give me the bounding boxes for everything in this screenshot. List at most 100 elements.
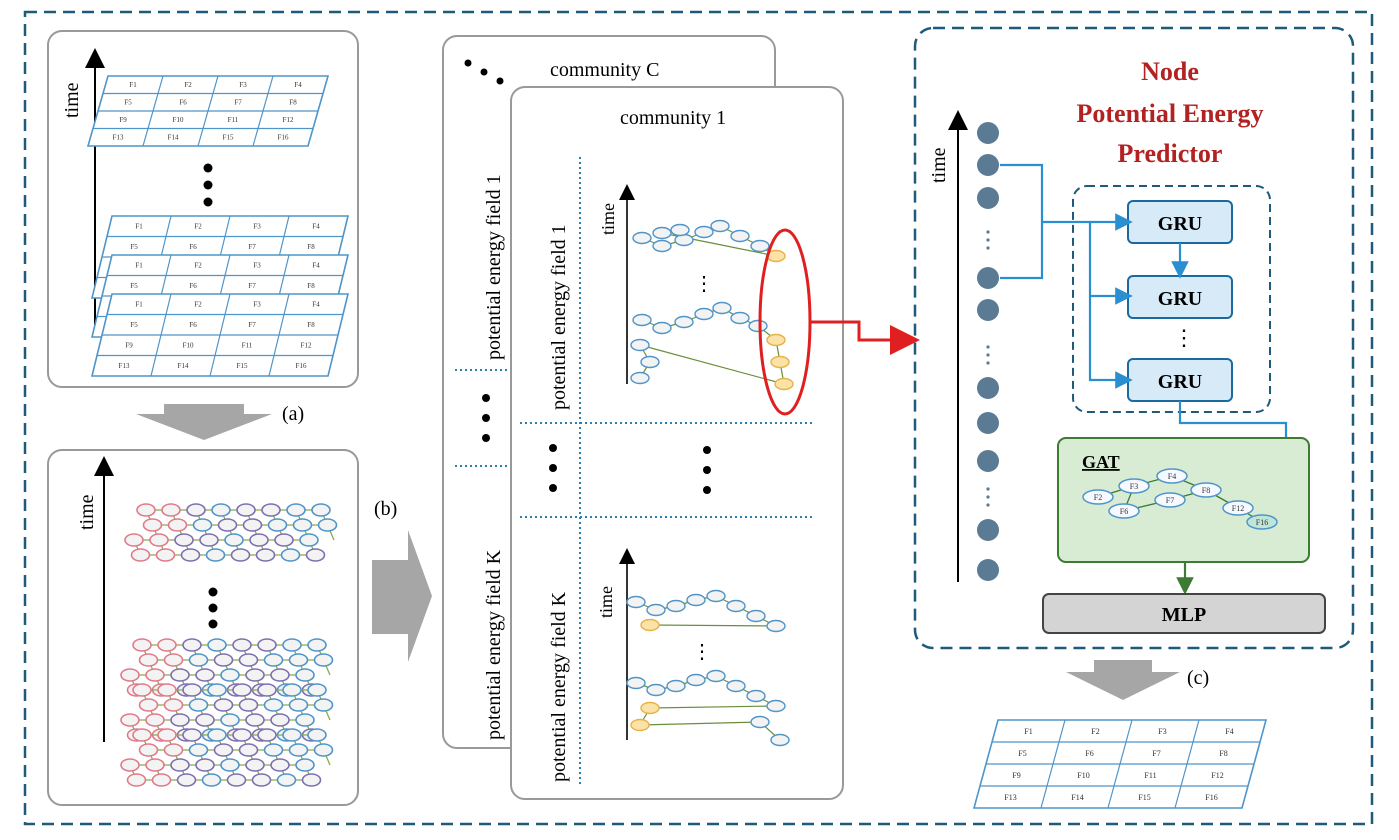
grid-stack: F1F2F3F4F5F6F7F8F9F10F11F12F13F14F15F16F… bbox=[90, 215, 350, 377]
time-step-node bbox=[977, 412, 999, 434]
chain-node bbox=[706, 669, 726, 683]
graph-node bbox=[301, 773, 322, 787]
graph-node bbox=[211, 503, 231, 517]
graph-node bbox=[286, 503, 306, 517]
graph-node bbox=[270, 713, 290, 727]
graph-node bbox=[257, 683, 277, 697]
gat-node bbox=[1108, 503, 1140, 519]
arrow-step-b bbox=[372, 530, 432, 662]
grid-cell-label: F13 bbox=[1004, 793, 1016, 802]
graph-node bbox=[120, 713, 140, 727]
gat-node-label: F16 bbox=[1256, 518, 1268, 527]
graph-node bbox=[288, 653, 309, 667]
grid-cell-label: F7 bbox=[248, 282, 256, 290]
graph-node bbox=[292, 518, 313, 532]
ellipsis-dot bbox=[986, 495, 990, 499]
graph-node bbox=[220, 713, 240, 727]
grid-cell-label: F14 bbox=[1071, 793, 1083, 802]
outer-frame bbox=[23, 10, 1374, 826]
node-timeseries bbox=[977, 122, 999, 581]
grid-cell-label: F6 bbox=[189, 243, 197, 251]
graph-node bbox=[288, 743, 309, 757]
grid-cell-label: F6 bbox=[179, 99, 187, 107]
graph-node bbox=[236, 503, 256, 517]
ellipsis-dot bbox=[482, 394, 490, 402]
graph-node bbox=[120, 668, 140, 682]
graph-node bbox=[317, 518, 338, 532]
graph-node bbox=[313, 743, 334, 757]
ellipsis-dot bbox=[986, 503, 990, 507]
graph-node bbox=[226, 773, 247, 787]
graph-node bbox=[170, 668, 190, 682]
grid-cell-label: F4 bbox=[294, 81, 302, 89]
gat-node-label: F8 bbox=[1202, 486, 1210, 495]
graph-node bbox=[188, 743, 209, 757]
graph-node bbox=[242, 518, 263, 532]
graph-node bbox=[157, 638, 177, 652]
graph-node bbox=[313, 698, 334, 712]
time-axis-label: time bbox=[61, 82, 83, 118]
gru-label: GRU bbox=[1158, 288, 1202, 310]
chain-node bbox=[746, 609, 766, 623]
chain-node bbox=[706, 589, 726, 603]
graph-node bbox=[163, 653, 184, 667]
chain-node bbox=[652, 226, 672, 240]
field-label-back-1: potential energy field 1 bbox=[483, 174, 505, 360]
grid-cell-label: F5 bbox=[124, 99, 132, 107]
graph-node bbox=[249, 533, 269, 547]
graph-node bbox=[188, 698, 209, 712]
grid-cell-label: F12 bbox=[1211, 771, 1223, 780]
grid-cell-label: F15 bbox=[1138, 793, 1150, 802]
chain-node bbox=[770, 733, 790, 747]
graph-node bbox=[205, 548, 226, 562]
ellipsis-dot bbox=[208, 619, 218, 629]
chain-node bbox=[646, 683, 666, 697]
graph-node bbox=[245, 758, 265, 772]
predictor-title-line1: Node bbox=[1141, 57, 1199, 86]
ellipsis-dot bbox=[549, 444, 557, 452]
graph-node bbox=[261, 503, 281, 517]
graph-node bbox=[195, 758, 215, 772]
grid-cell-label: F16 bbox=[278, 134, 289, 142]
graph-node bbox=[220, 668, 240, 682]
grid-cell-label: F8 bbox=[307, 321, 315, 329]
grid-cell-label: F13 bbox=[119, 362, 130, 370]
graph-node bbox=[138, 743, 159, 757]
time-step-node bbox=[977, 122, 999, 144]
grid-cell-label: F9 bbox=[125, 342, 133, 350]
graph-node bbox=[149, 533, 169, 547]
graph-node bbox=[132, 728, 152, 742]
grid-cell-label: F3 bbox=[1158, 727, 1166, 736]
graph-node bbox=[238, 653, 259, 667]
step-label-b: (b) bbox=[374, 498, 397, 520]
graph-node bbox=[145, 668, 165, 682]
grid-cell-label: F11 bbox=[1144, 771, 1156, 780]
grid-cell-label: F7 bbox=[234, 99, 242, 107]
grid-cell-label: F16 bbox=[296, 362, 307, 370]
arrow-step-c bbox=[1066, 660, 1180, 700]
graph-node bbox=[282, 728, 302, 742]
honeycomb-graph bbox=[120, 683, 334, 742]
gat-node-label: F6 bbox=[1120, 507, 1128, 516]
graph-node bbox=[186, 503, 206, 517]
panel-graphs: time bbox=[47, 449, 359, 806]
graph-node bbox=[207, 728, 227, 742]
ellipsis: ⋮ bbox=[694, 273, 714, 295]
gat-node-label: F7 bbox=[1166, 496, 1174, 505]
ellipsis-dot bbox=[986, 487, 990, 491]
ellipsis-dot bbox=[986, 238, 990, 242]
panel-communities: community C potential energy field 1 pot… bbox=[442, 35, 844, 800]
gat-node bbox=[1156, 468, 1188, 484]
ellipsis-dot bbox=[482, 434, 490, 442]
chain-node bbox=[674, 233, 694, 247]
graph-node bbox=[138, 698, 159, 712]
mlp-block bbox=[1042, 593, 1326, 634]
graph-node bbox=[207, 683, 227, 697]
grid-line bbox=[252, 75, 274, 147]
grid-cell-label: F10 bbox=[183, 342, 194, 350]
grid-cell-label: F8 bbox=[1219, 749, 1227, 758]
chain-node bbox=[766, 333, 786, 347]
graph-node bbox=[195, 713, 215, 727]
